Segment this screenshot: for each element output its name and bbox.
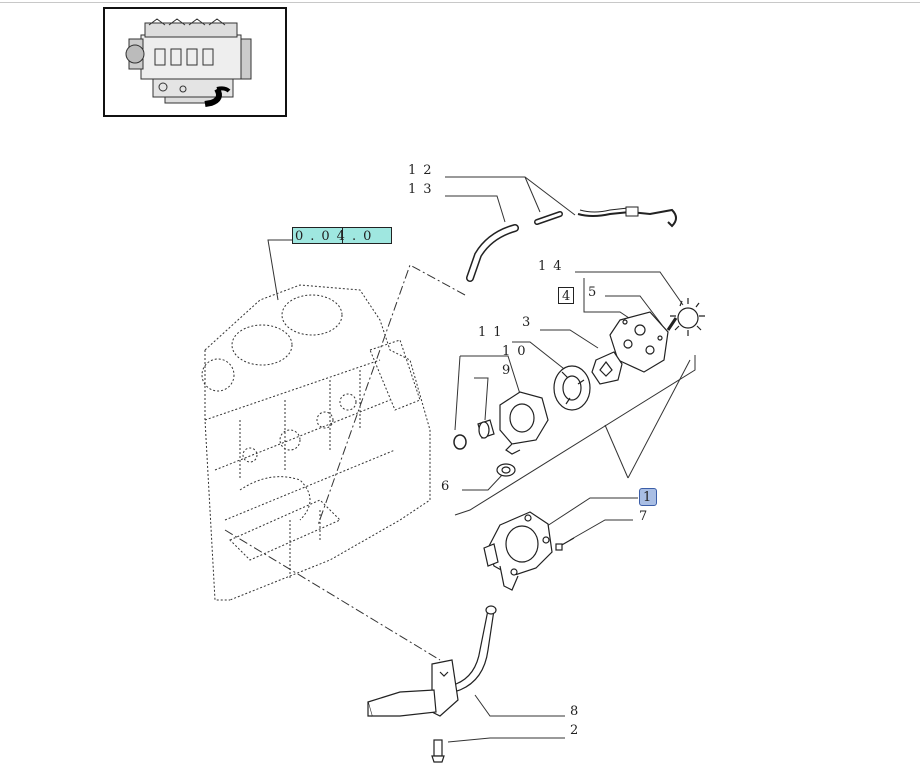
callout-13[interactable]: 13: [408, 182, 439, 197]
engine-block-drawing: [201, 284, 431, 601]
callout-12[interactable]: 12: [408, 163, 439, 178]
callout-4: 4: [562, 289, 571, 304]
callout-1: 1: [643, 490, 652, 505]
reference-code-link[interactable]: 0.04.0: [292, 227, 392, 244]
reference-code-divider: [342, 228, 343, 243]
callout-8[interactable]: 8: [570, 704, 586, 719]
engine-overview-thumbnail[interactable]: [103, 7, 287, 117]
callout-9[interactable]: 9: [502, 363, 518, 378]
callout-7[interactable]: 7: [639, 509, 655, 524]
callout-3[interactable]: 3: [522, 315, 538, 330]
callout-11[interactable]: 11: [478, 325, 509, 340]
callout-14[interactable]: 14: [538, 259, 569, 274]
top-divider: [0, 2, 920, 3]
engine-overview-image: [125, 18, 252, 107]
reference-code-text: 0.04.0: [295, 229, 379, 244]
callout-5[interactable]: 5: [588, 285, 604, 300]
callout-4-box[interactable]: 4: [558, 287, 574, 304]
callout-10[interactable]: 10: [502, 344, 533, 359]
callout-1-selected[interactable]: 1: [639, 488, 657, 506]
callout-2[interactable]: 2: [570, 723, 586, 738]
callout-6[interactable]: 6: [441, 479, 457, 494]
